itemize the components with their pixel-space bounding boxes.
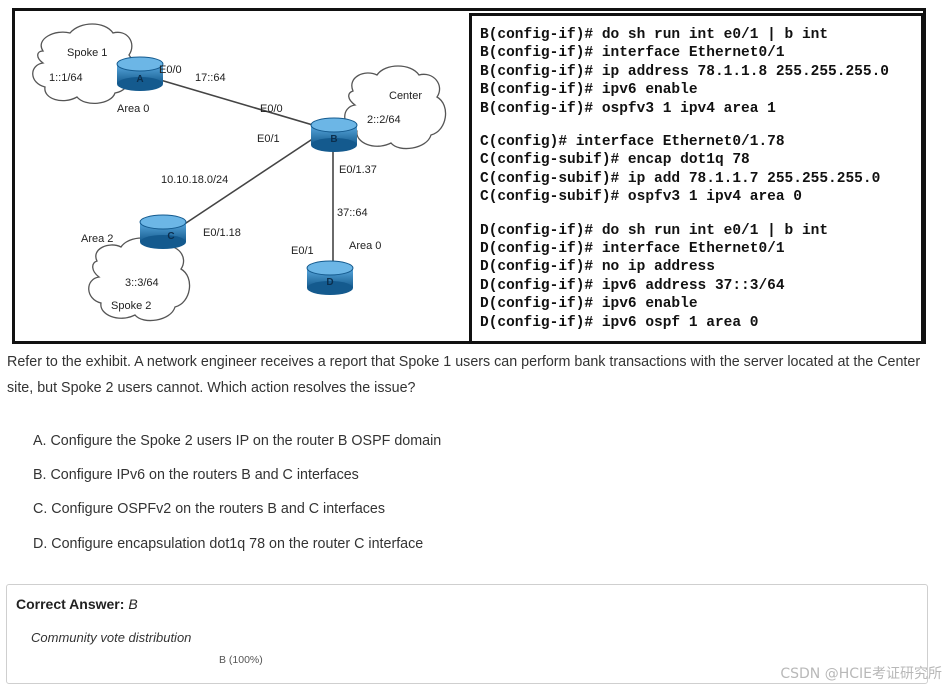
router-d-icon[interactable]: D — [306, 260, 354, 295]
config-line: B(config-if)# do sh run int e0/1 | b int — [480, 27, 829, 43]
network-topology-diagram: A B C D Spoke 1 1::1/64 E0/0 17::64 Area… — [32, 23, 447, 322]
correct-answer-label: Correct Answer: — [16, 596, 125, 612]
bc-link-subnet: 10.10.18.0/24 — [161, 174, 228, 186]
cli-config-panel: B(config-if)# do sh run int e0/1 | b int… — [469, 13, 924, 344]
correct-answer-value: B — [128, 596, 138, 612]
spoke1-name: Spoke 1 — [67, 47, 107, 59]
correct-answer-heading: Correct Answer:B — [16, 596, 138, 612]
config-line: C(config-subif)# ip add 78.1.1.7 255.255… — [480, 170, 881, 187]
router-b-config: B(config-if)# do sh run int e0/1 | b int… — [480, 26, 915, 118]
router-b-label: B — [330, 134, 337, 145]
router-a-icon[interactable]: A — [116, 56, 164, 91]
router-c-interface: E0/1.18 — [203, 227, 241, 239]
router-a-link-address: 17::64 — [195, 72, 226, 84]
question-text: Refer to the exhibit. A network engineer… — [7, 354, 921, 396]
router-d-area: Area 0 — [349, 240, 381, 252]
center-address: 2::2/64 — [367, 114, 401, 126]
router-a-label: A — [136, 74, 143, 85]
config-line: D(config-if)# interface Ethernet0/1 — [480, 241, 785, 258]
config-line: C(config)# interface Ethernet0/1.78 — [480, 134, 785, 151]
router-b-e0137-label: E0/1.37 — [339, 164, 377, 176]
router-c-icon[interactable]: C — [139, 214, 187, 249]
config-line: C(config-subif)# ospfv3 1 ipv4 area 0 — [480, 189, 802, 206]
center-cloud — [344, 65, 447, 150]
answer-option-a[interactable]: A. Configure the Spoke 2 users IP on the… — [33, 433, 442, 449]
spoke1-cloud — [32, 23, 134, 104]
config-line: D(config-if)# ipv6 address 37::3/64 — [480, 277, 785, 294]
router-a-interface: E0/0 — [159, 64, 182, 76]
answer-option-b[interactable]: B. Configure IPv6 on the routers B and C… — [33, 467, 359, 483]
vote-distribution-result: B (100%) — [219, 654, 263, 666]
exhibit-figure: A B C D Spoke 1 1::1/64 E0/0 17::64 Area… — [12, 8, 926, 344]
router-b-e01-label: E0/1 — [257, 133, 280, 145]
router-d-config: D(config-if)# do sh run int e0/1 | b int… — [480, 222, 915, 332]
config-line: B(config-if)# ospfv3 1 ipv4 area 1 — [480, 100, 776, 117]
config-line: D(config-if)# ipv6 ospf 1 area 0 — [480, 314, 759, 331]
router-a-area: Area 0 — [117, 103, 149, 115]
router-b-icon[interactable]: B — [310, 117, 358, 152]
router-c-config: C(config)# interface Ethernet0/1.78 C(co… — [480, 133, 915, 207]
link-b-c — [179, 135, 318, 228]
link-a-b — [139, 73, 324, 129]
config-line: B(config-if)# ipv6 enable — [480, 82, 698, 99]
router-d-interface: E0/1 — [291, 245, 314, 257]
center-name: Center — [389, 90, 422, 102]
router-b-e00-label: E0/0 — [260, 103, 283, 115]
router-c-area: Area 2 — [81, 233, 113, 245]
answer-option-c[interactable]: C. Configure OSPFv2 on the routers B and… — [33, 501, 386, 517]
config-line: D(config-if)# ipv6 enable — [480, 296, 698, 313]
topology-links — [139, 73, 334, 266]
vote-distribution-label: Community vote distribution — [31, 630, 192, 645]
watermark: CSDN @HCIE考证研究所 — [780, 666, 942, 682]
config-line: D(config-if)# do sh run int e0/1 | b int — [480, 222, 829, 239]
spoke1-address: 1::1/64 — [49, 72, 83, 84]
config-line: D(config-if)# no ip address — [480, 259, 715, 276]
cloud-shapes — [32, 23, 447, 322]
config-line: B(config-if)# ip address 78.1.1.8 255.25… — [480, 63, 889, 80]
spoke2-name: Spoke 2 — [111, 300, 151, 312]
config-line: B(config-if)# interface Ethernet0/1 — [480, 45, 785, 62]
spoke2-address: 3::3/64 — [125, 277, 159, 289]
answer-panel: Correct Answer:B Community vote distribu… — [6, 584, 928, 684]
answer-option-d[interactable]: D. Configure encapsulation dot1q 78 on t… — [33, 536, 424, 552]
router-d-link-address: 37::64 — [337, 207, 368, 219]
config-line: C(config-subif)# encap dot1q 78 — [480, 152, 750, 169]
router-d-label: D — [326, 277, 333, 288]
router-c-label: C — [167, 231, 174, 242]
spoke2-cloud — [88, 237, 191, 322]
